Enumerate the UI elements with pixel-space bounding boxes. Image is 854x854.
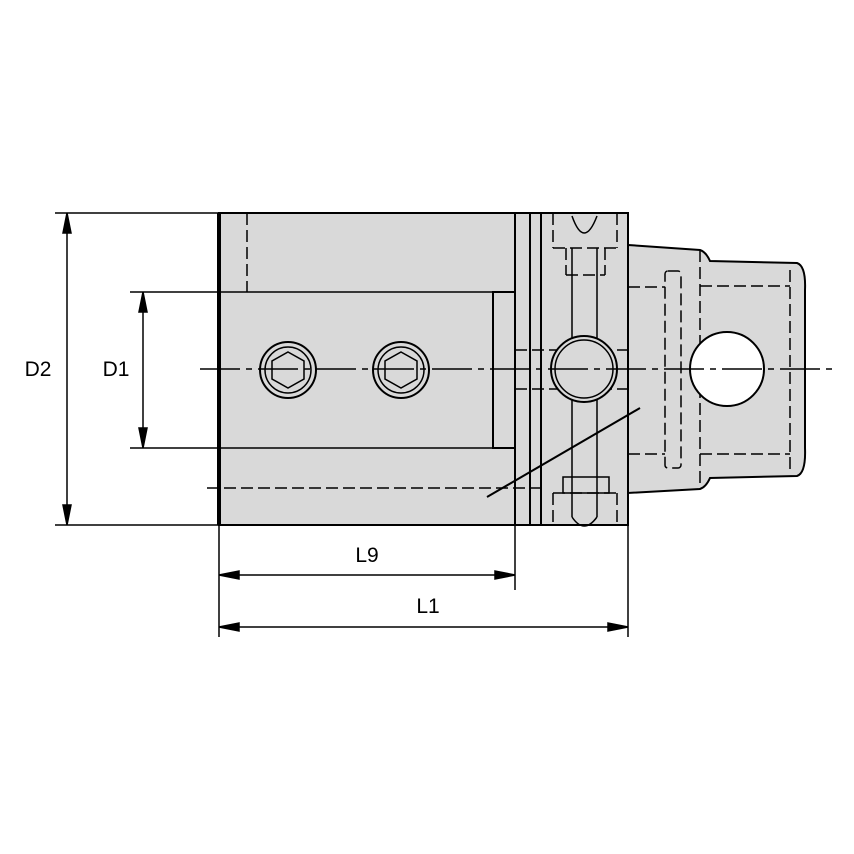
d2-label: D2 [24, 358, 52, 381]
set-screw [372, 341, 430, 399]
l1-label: L1 [416, 595, 440, 618]
l9-label: L9 [355, 544, 379, 567]
set-screw [259, 341, 317, 399]
d1-label: D1 [102, 358, 130, 381]
